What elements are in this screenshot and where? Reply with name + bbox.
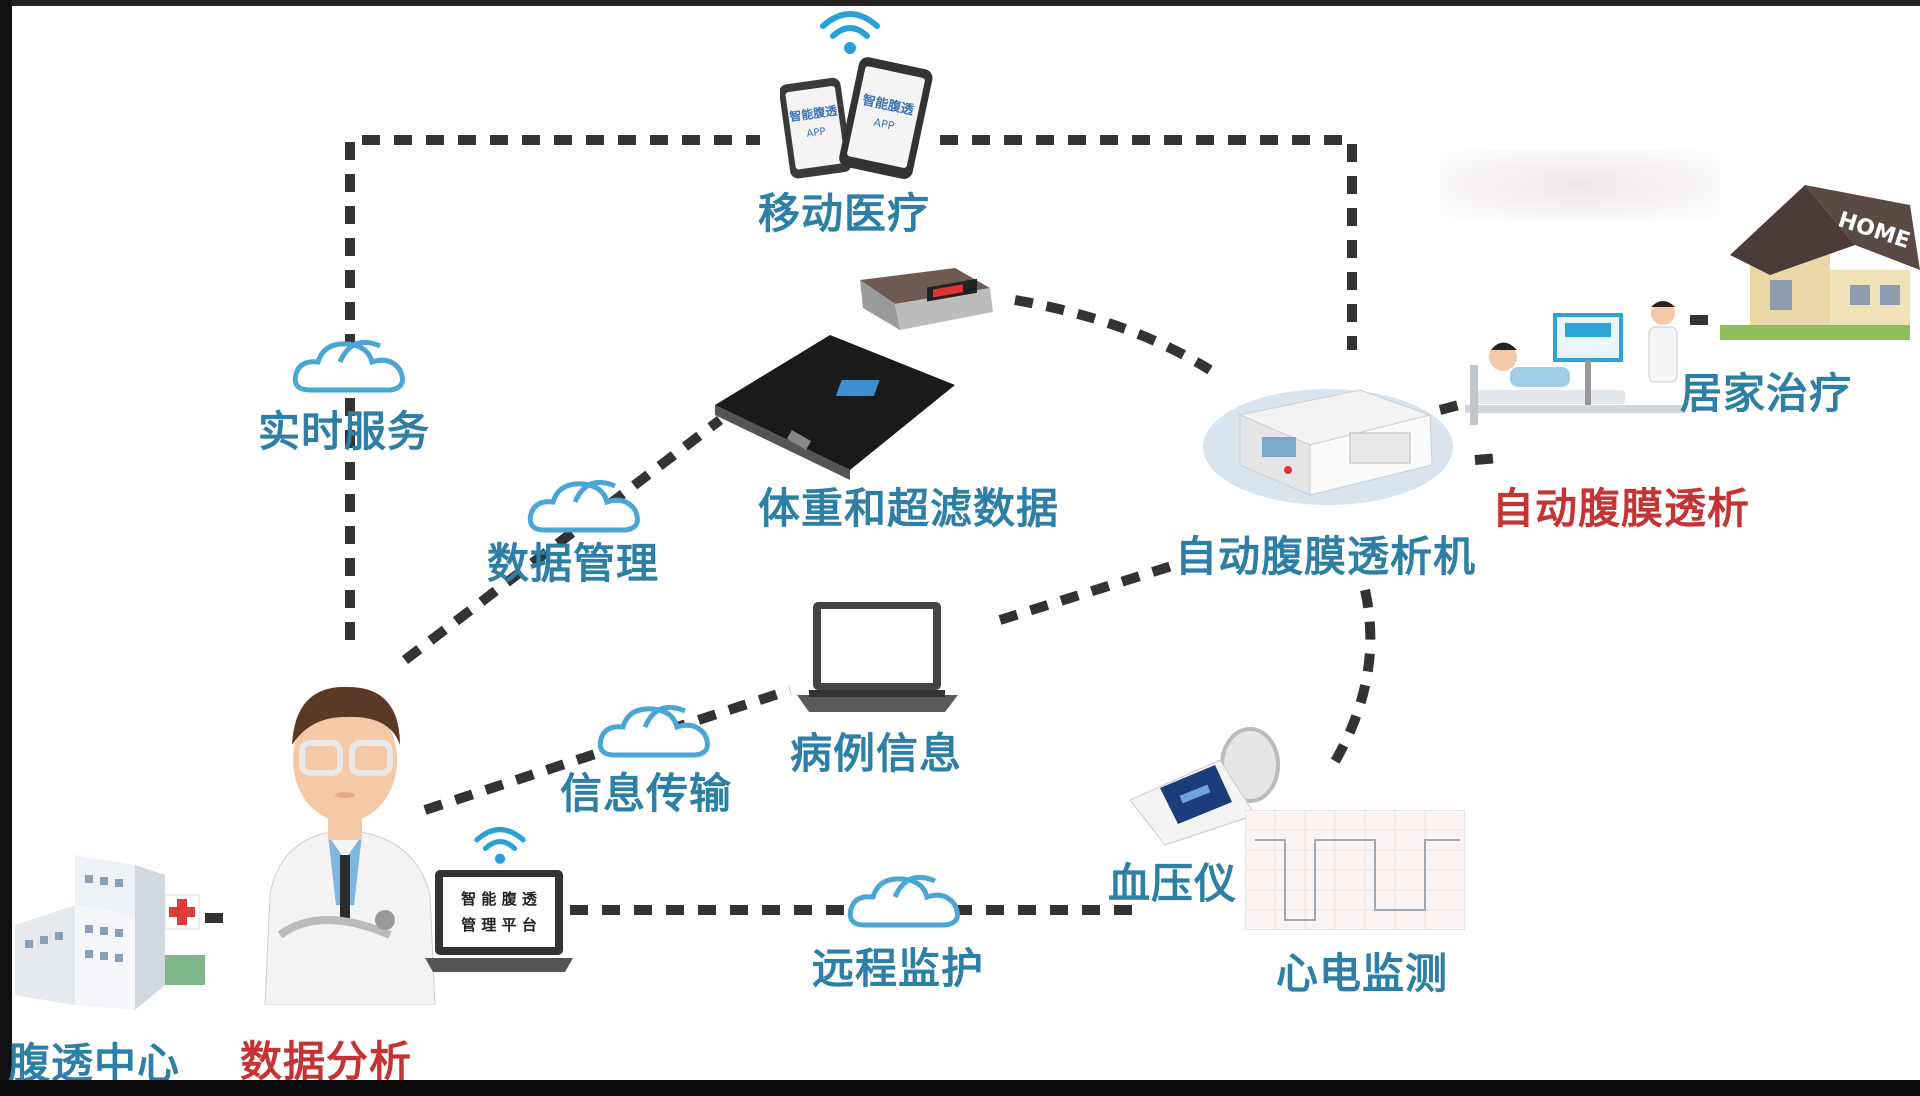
hospital-icon	[15, 835, 205, 1015]
case-info-label: 病例信息	[790, 720, 962, 781]
bottom-border	[0, 1080, 1920, 1096]
line-scale-to-apd	[1015, 300, 1210, 370]
info-transfer-label: 信息传输	[560, 760, 732, 821]
faded-decoration	[1440, 150, 1720, 220]
data-management-label: 数据管理	[487, 530, 659, 591]
svg-text:管 理 平 台: 管 理 平 台	[461, 916, 537, 934]
svg-text:智 能 腹 透: 智 能 腹 透	[461, 890, 538, 908]
home-treatment-label: 居家治疗	[1680, 360, 1852, 421]
mobile-health-label: 移动医疗	[758, 180, 930, 241]
cloud-icon	[290, 330, 410, 400]
line-apd-to-bp	[1330, 590, 1370, 770]
laptop-icon	[795, 600, 960, 715]
cloud-icon	[595, 695, 715, 765]
bathroom-scale-icon	[710, 335, 960, 480]
weight-uf-data-label: 体重和超滤数据	[758, 475, 1059, 536]
house-icon: HOME	[1710, 175, 1920, 355]
wifi-icon	[470, 822, 530, 868]
apd-machine-icon	[1200, 375, 1455, 510]
pd-center-label: 腹透中心	[8, 1030, 180, 1080]
ecg-monitoring-label: 心电监测	[1276, 940, 1448, 1001]
smartphone-icon: 智能腹透 APP 智能腹透 APP	[780, 55, 935, 180]
management-platform-laptop-icon: 智 能 腹 透 管 理 平 台	[425, 868, 575, 976]
patient-bed-icon	[1465, 295, 1690, 445]
line-bed-to-apd-label	[1475, 458, 1500, 460]
realtime-service-label: 实时服务	[258, 398, 430, 459]
data-analysis-label: 数据分析	[240, 1028, 412, 1080]
line-case-to-apd	[1000, 565, 1175, 620]
remote-monitoring-label: 远程监护	[812, 935, 984, 996]
ecg-chart-icon	[1245, 810, 1465, 930]
cloud-icon	[845, 865, 965, 935]
wifi-icon	[815, 6, 885, 58]
bp-monitor-label: 血压仪	[1108, 850, 1237, 911]
apd-machine-label: 自动腹膜透析机	[1175, 523, 1476, 584]
apd-label: 自动腹膜透析	[1492, 475, 1750, 536]
line-realtime-loop-right	[940, 140, 1352, 350]
